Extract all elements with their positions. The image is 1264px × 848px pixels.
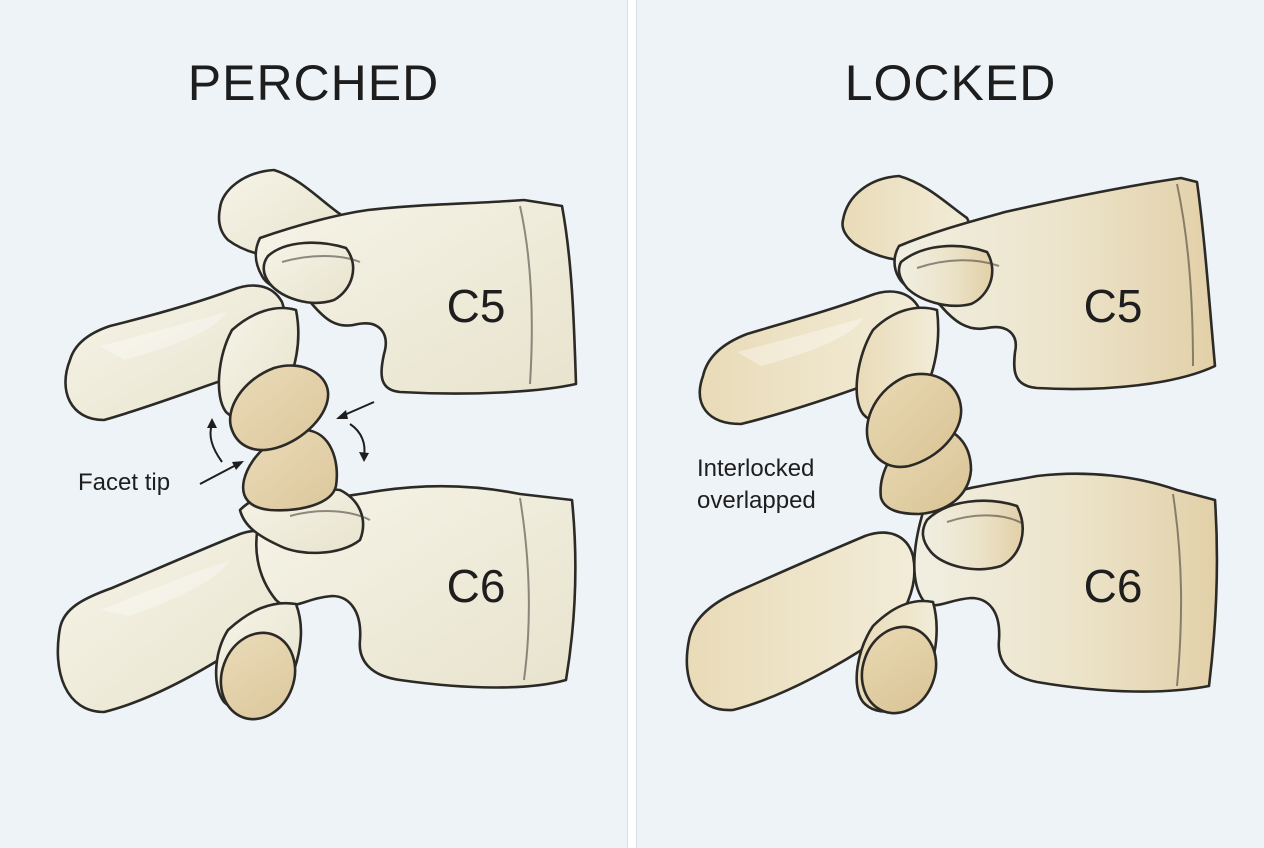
panel-divider bbox=[627, 0, 637, 848]
c5-inferior-facet bbox=[228, 364, 330, 452]
perched-panel: PERCHED bbox=[0, 0, 627, 848]
locked-c6-inferior-facet bbox=[860, 625, 938, 715]
perched-title: PERCHED bbox=[187, 55, 440, 111]
locked-title: LOCKED bbox=[844, 55, 1057, 111]
locked-c5-label: C5 bbox=[1084, 280, 1143, 332]
facet-tip-pointer-arrow bbox=[199, 463, 239, 485]
locked-c6-pedicle bbox=[921, 499, 1024, 571]
locked-c5-pedicle bbox=[897, 244, 994, 308]
c5-pedicle bbox=[262, 241, 355, 305]
locked-c6-label: C6 bbox=[1084, 560, 1143, 612]
locked-c6-vertebra bbox=[685, 472, 1219, 715]
locked-panel: LOCKED bbox=[637, 0, 1264, 848]
locked-illustration: C5 C6 Interlocked overlapped bbox=[685, 174, 1219, 715]
c5-vertebra bbox=[64, 168, 578, 422]
locked-c5-vertebra bbox=[698, 174, 1217, 426]
c6-vertebra bbox=[56, 484, 577, 721]
facet-tip-label: Facet tip bbox=[78, 469, 170, 496]
perched-c6-label: C6 bbox=[447, 560, 506, 612]
upward-motion-arrow bbox=[209, 423, 223, 463]
overlapped-label: overlapped bbox=[697, 487, 816, 514]
perched-illustration: C5 C6 Facet tip bbox=[56, 168, 578, 721]
perched-arrows bbox=[199, 401, 375, 485]
facet-tip-arrowhead bbox=[232, 461, 244, 470]
c6-inferior-facet bbox=[219, 631, 297, 721]
interlocked-label: Interlocked bbox=[697, 455, 814, 482]
rotation-arrow bbox=[349, 423, 366, 457]
perched-c5-label: C5 bbox=[447, 280, 506, 332]
locked-c5-inferior-facet bbox=[865, 372, 963, 469]
compression-arrow bbox=[341, 401, 375, 417]
